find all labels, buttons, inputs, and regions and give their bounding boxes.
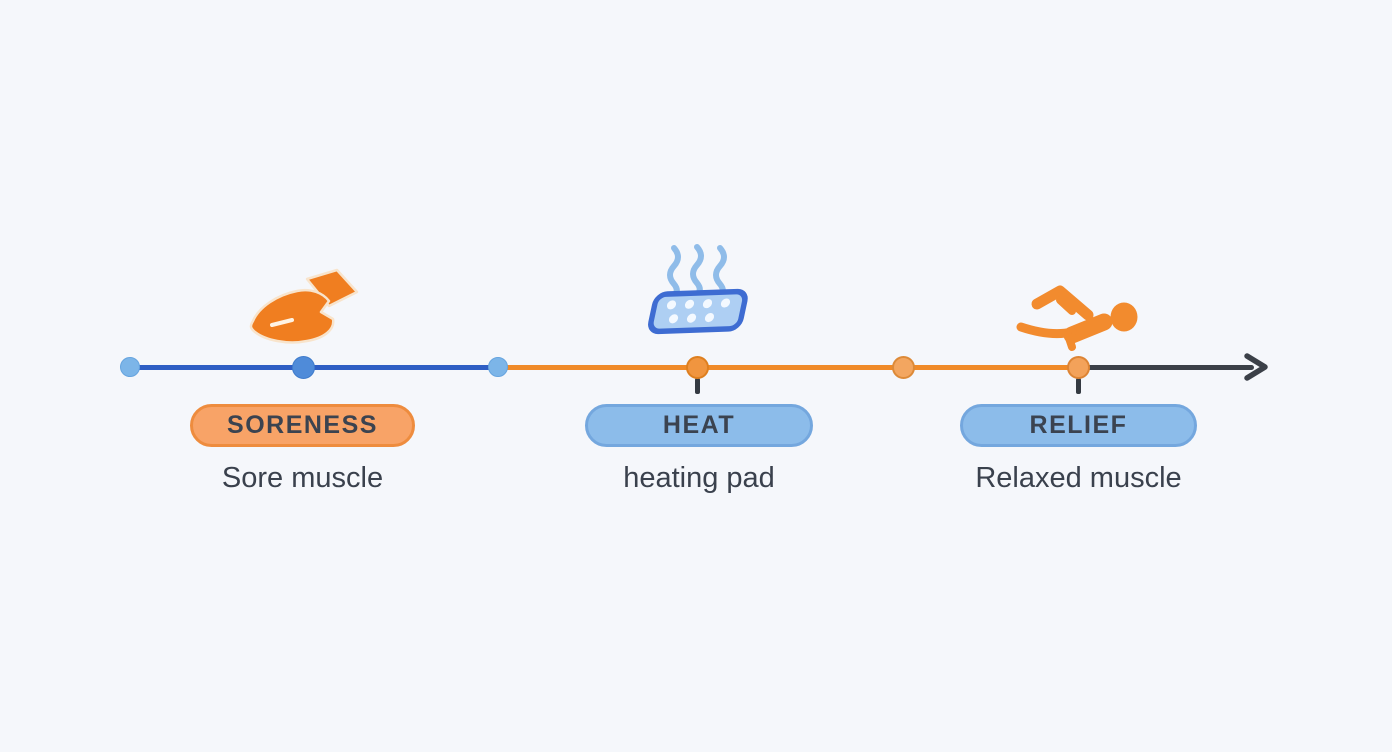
heat-caption: heating pad: [623, 462, 775, 494]
timeline-segment-heat: [496, 365, 1080, 370]
timeline-dot-transition: [488, 357, 508, 377]
heat-tick-mark: [695, 378, 700, 394]
timeline-dot-heat: [686, 356, 709, 379]
heating-pad-icon: [648, 244, 748, 335]
heat-pill-label: HEAT: [662, 411, 736, 439]
arrow-right-icon: [1244, 353, 1268, 381]
soreness-pill: SORENESS: [190, 404, 415, 447]
heat-pill: HEAT: [585, 404, 813, 447]
timeline-dot-relief: [1067, 356, 1090, 379]
relief-pill-label: RELIEF: [1029, 411, 1128, 439]
relief-caption: Relaxed muscle: [975, 462, 1182, 494]
relief-pill: RELIEF: [960, 404, 1197, 447]
sore-hand-icon: [249, 268, 359, 344]
soreness-caption: Sore muscle: [221, 462, 384, 494]
timeline-dot-mid: [892, 356, 915, 379]
timeline-segment-relief: [1078, 365, 1254, 370]
steam-lines: [667, 244, 727, 298]
timeline-dot-start: [120, 357, 140, 377]
soreness-pill-label: SORENESS: [227, 411, 378, 439]
relief-tick-mark: [1076, 378, 1081, 394]
relaxed-person-icon: [1016, 285, 1138, 351]
timeline-dot-soreness: [292, 356, 315, 379]
